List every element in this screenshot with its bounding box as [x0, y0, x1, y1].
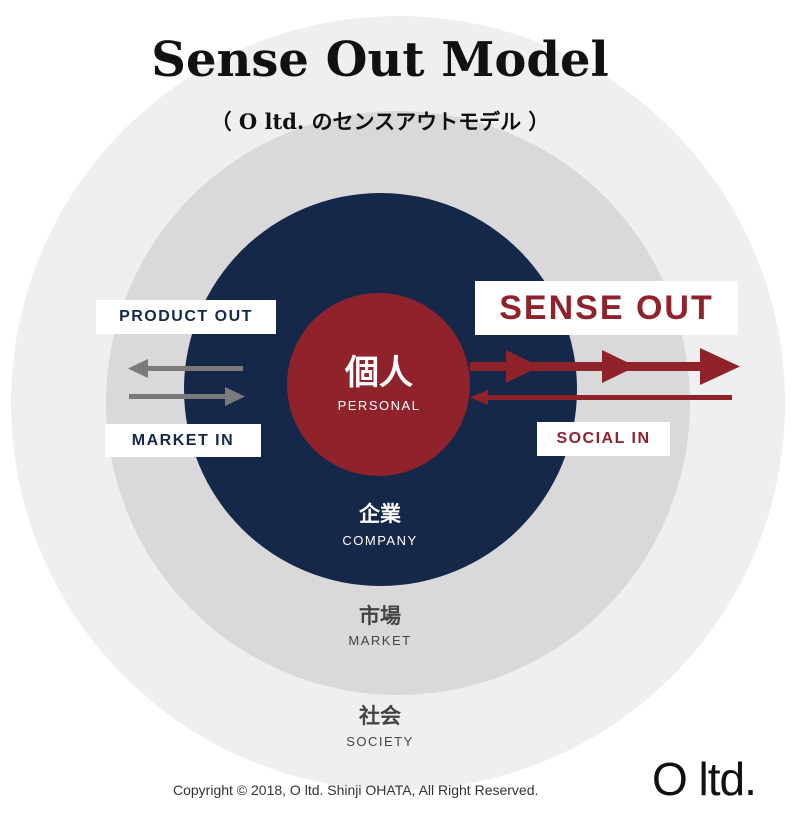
personal-label-en: PERSONAL [337, 398, 421, 413]
social-in-label: SOCIAL IN [537, 422, 670, 456]
personal-label-jp: 個人 [345, 353, 413, 393]
company-label-jp: 企業 [359, 502, 401, 526]
company-label-en: COMPANY [342, 533, 418, 548]
product-out-label: PRODUCT OUT [96, 300, 276, 334]
page-subtitle: （ O ltd. のセンスアウトモデル ） [210, 109, 550, 134]
society-label-jp: 社会 [359, 704, 401, 728]
market-in-label: MARKET IN [105, 424, 261, 457]
sense-out-arrow [470, 348, 740, 385]
copyright-notice: Copyright © 2018, O ltd. Shinji OHATA, A… [173, 782, 539, 798]
social-in-arrow [470, 390, 732, 405]
market-label-jp: 市場 [359, 604, 401, 628]
personal-circle [287, 293, 470, 476]
market-in-arrow [129, 387, 245, 406]
page-title: Sense Out Model [151, 32, 609, 88]
sense-out-label: SENSE OUT [475, 281, 738, 335]
brand-logo: O ltd. [652, 753, 757, 805]
society-label-en: SOCIETY [346, 734, 414, 749]
market-label-en: MARKET [348, 633, 412, 648]
product-out-arrow [128, 359, 243, 378]
